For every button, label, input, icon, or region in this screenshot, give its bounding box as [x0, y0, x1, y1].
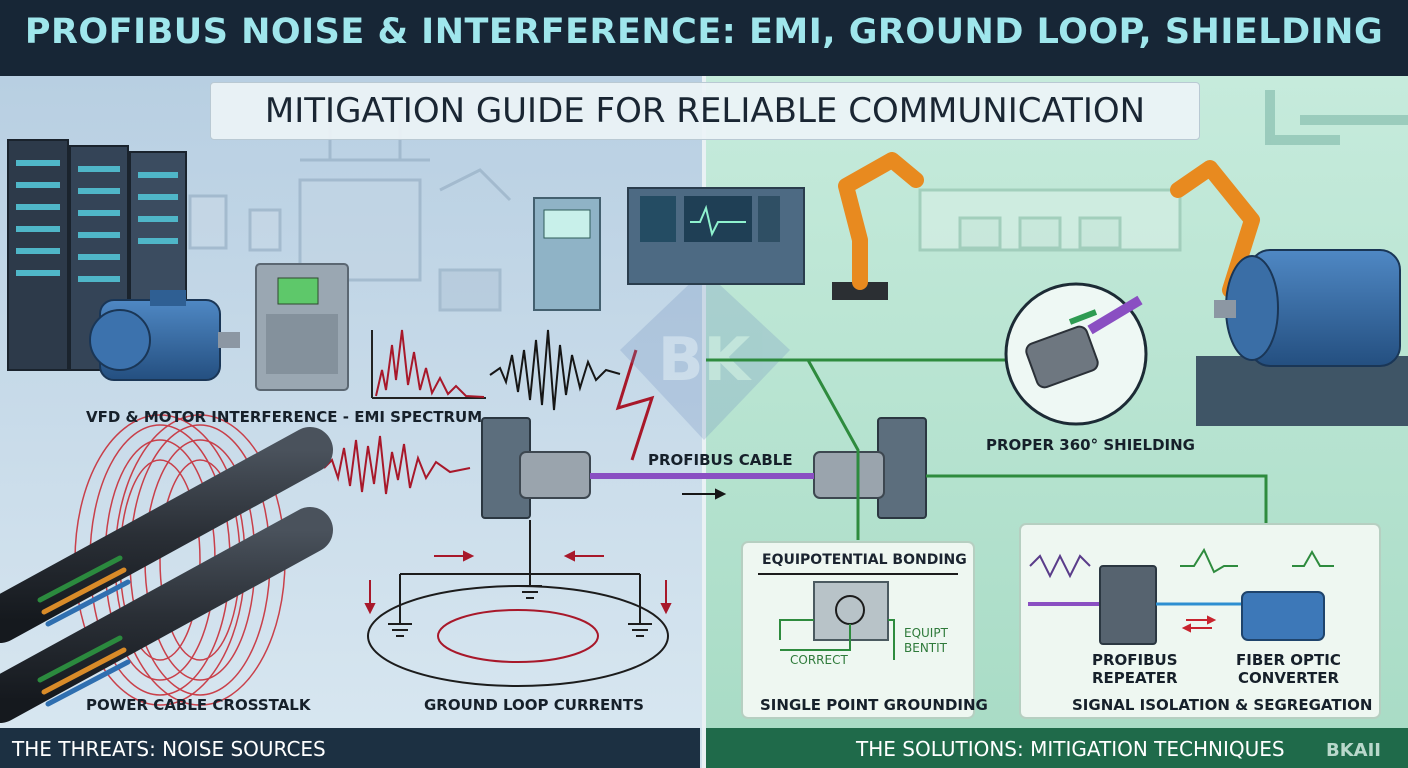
ground-loop-label: GROUND LOOP CURRENTS [424, 696, 644, 714]
motor-left [89, 290, 240, 381]
power-cable-crosstalk-label: POWER CABLE CROSSTALK [86, 696, 311, 714]
vfd-cabinet [255, 263, 349, 391]
profibus-cable-label: PROFIBUS CABLE [648, 451, 793, 469]
page-title: PROFIBUS NOISE & INTERFERENCE: EMI, GROU… [24, 12, 1384, 52]
fiber-label-line2: CONVERTER [1238, 669, 1340, 687]
noise-waveform-lower [323, 435, 471, 495]
shielding-callout [1004, 282, 1148, 426]
repeater-label-line1: PROFIBUS [1092, 651, 1178, 669]
watermark-text: BKAII [1326, 740, 1381, 761]
subtitle-box: MITIGATION GUIDE FOR RELIABLE COMMUNICAT… [210, 82, 1200, 140]
solutions-footer-label: THE SOLUTIONS: MITIGATION TECHNIQUES [856, 737, 1285, 761]
equipt-label: EQUIPT [904, 626, 948, 640]
threats-footer-label: THE THREATS: NOISE SOURCES [12, 737, 326, 761]
solutions-footer: THE SOLUTIONS: MITIGATION TECHNIQUES [706, 728, 1408, 768]
bentit-label: BENTIT [904, 641, 947, 655]
motor-right [1196, 249, 1408, 426]
bonding-wires [706, 358, 1268, 540]
profibus-node-right [813, 417, 927, 519]
fiber-label-line1: FIBER OPTIC [1236, 651, 1341, 669]
isolation-inset [1019, 523, 1381, 719]
emi-lightning [615, 349, 655, 461]
grounding-inset [741, 541, 975, 719]
emi-spectrum-chart [371, 329, 486, 399]
correct-label: CORRECT [790, 653, 848, 667]
signal-isolation-label: SIGNAL ISOLATION & SEGREGATION [1072, 696, 1373, 714]
single-point-grounding-label: SINGLE POINT GROUNDING [760, 696, 988, 714]
control-panel-center [533, 187, 805, 311]
threats-footer: THE THREATS: NOISE SOURCES [0, 728, 700, 768]
robot-arm-right [1170, 160, 1260, 298]
robot-arm-left [832, 152, 924, 300]
cable-direction-arrow [682, 488, 727, 500]
page-subtitle: MITIGATION GUIDE FOR RELIABLE COMMUNICAT… [264, 91, 1146, 131]
profibus-node-left [481, 417, 591, 519]
vfd-emi-label: VFD & MOTOR INTERFERENCE - EMI SPECTRUM [86, 408, 483, 426]
power-cable-crosstalk [0, 414, 333, 723]
ground-loop-diagram [364, 520, 672, 687]
title-banner: PROFIBUS NOISE & INTERFERENCE: EMI, GROU… [0, 0, 1408, 76]
factory-background-right [918, 90, 1408, 252]
equipotential-bonding-heading: EQUIPOTENTIAL BONDING [762, 552, 967, 568]
repeater-label-line2: REPEATER [1092, 669, 1178, 687]
noise-waveform-upper [489, 329, 621, 411]
shielding-label: PROPER 360° SHIELDING [986, 436, 1195, 454]
